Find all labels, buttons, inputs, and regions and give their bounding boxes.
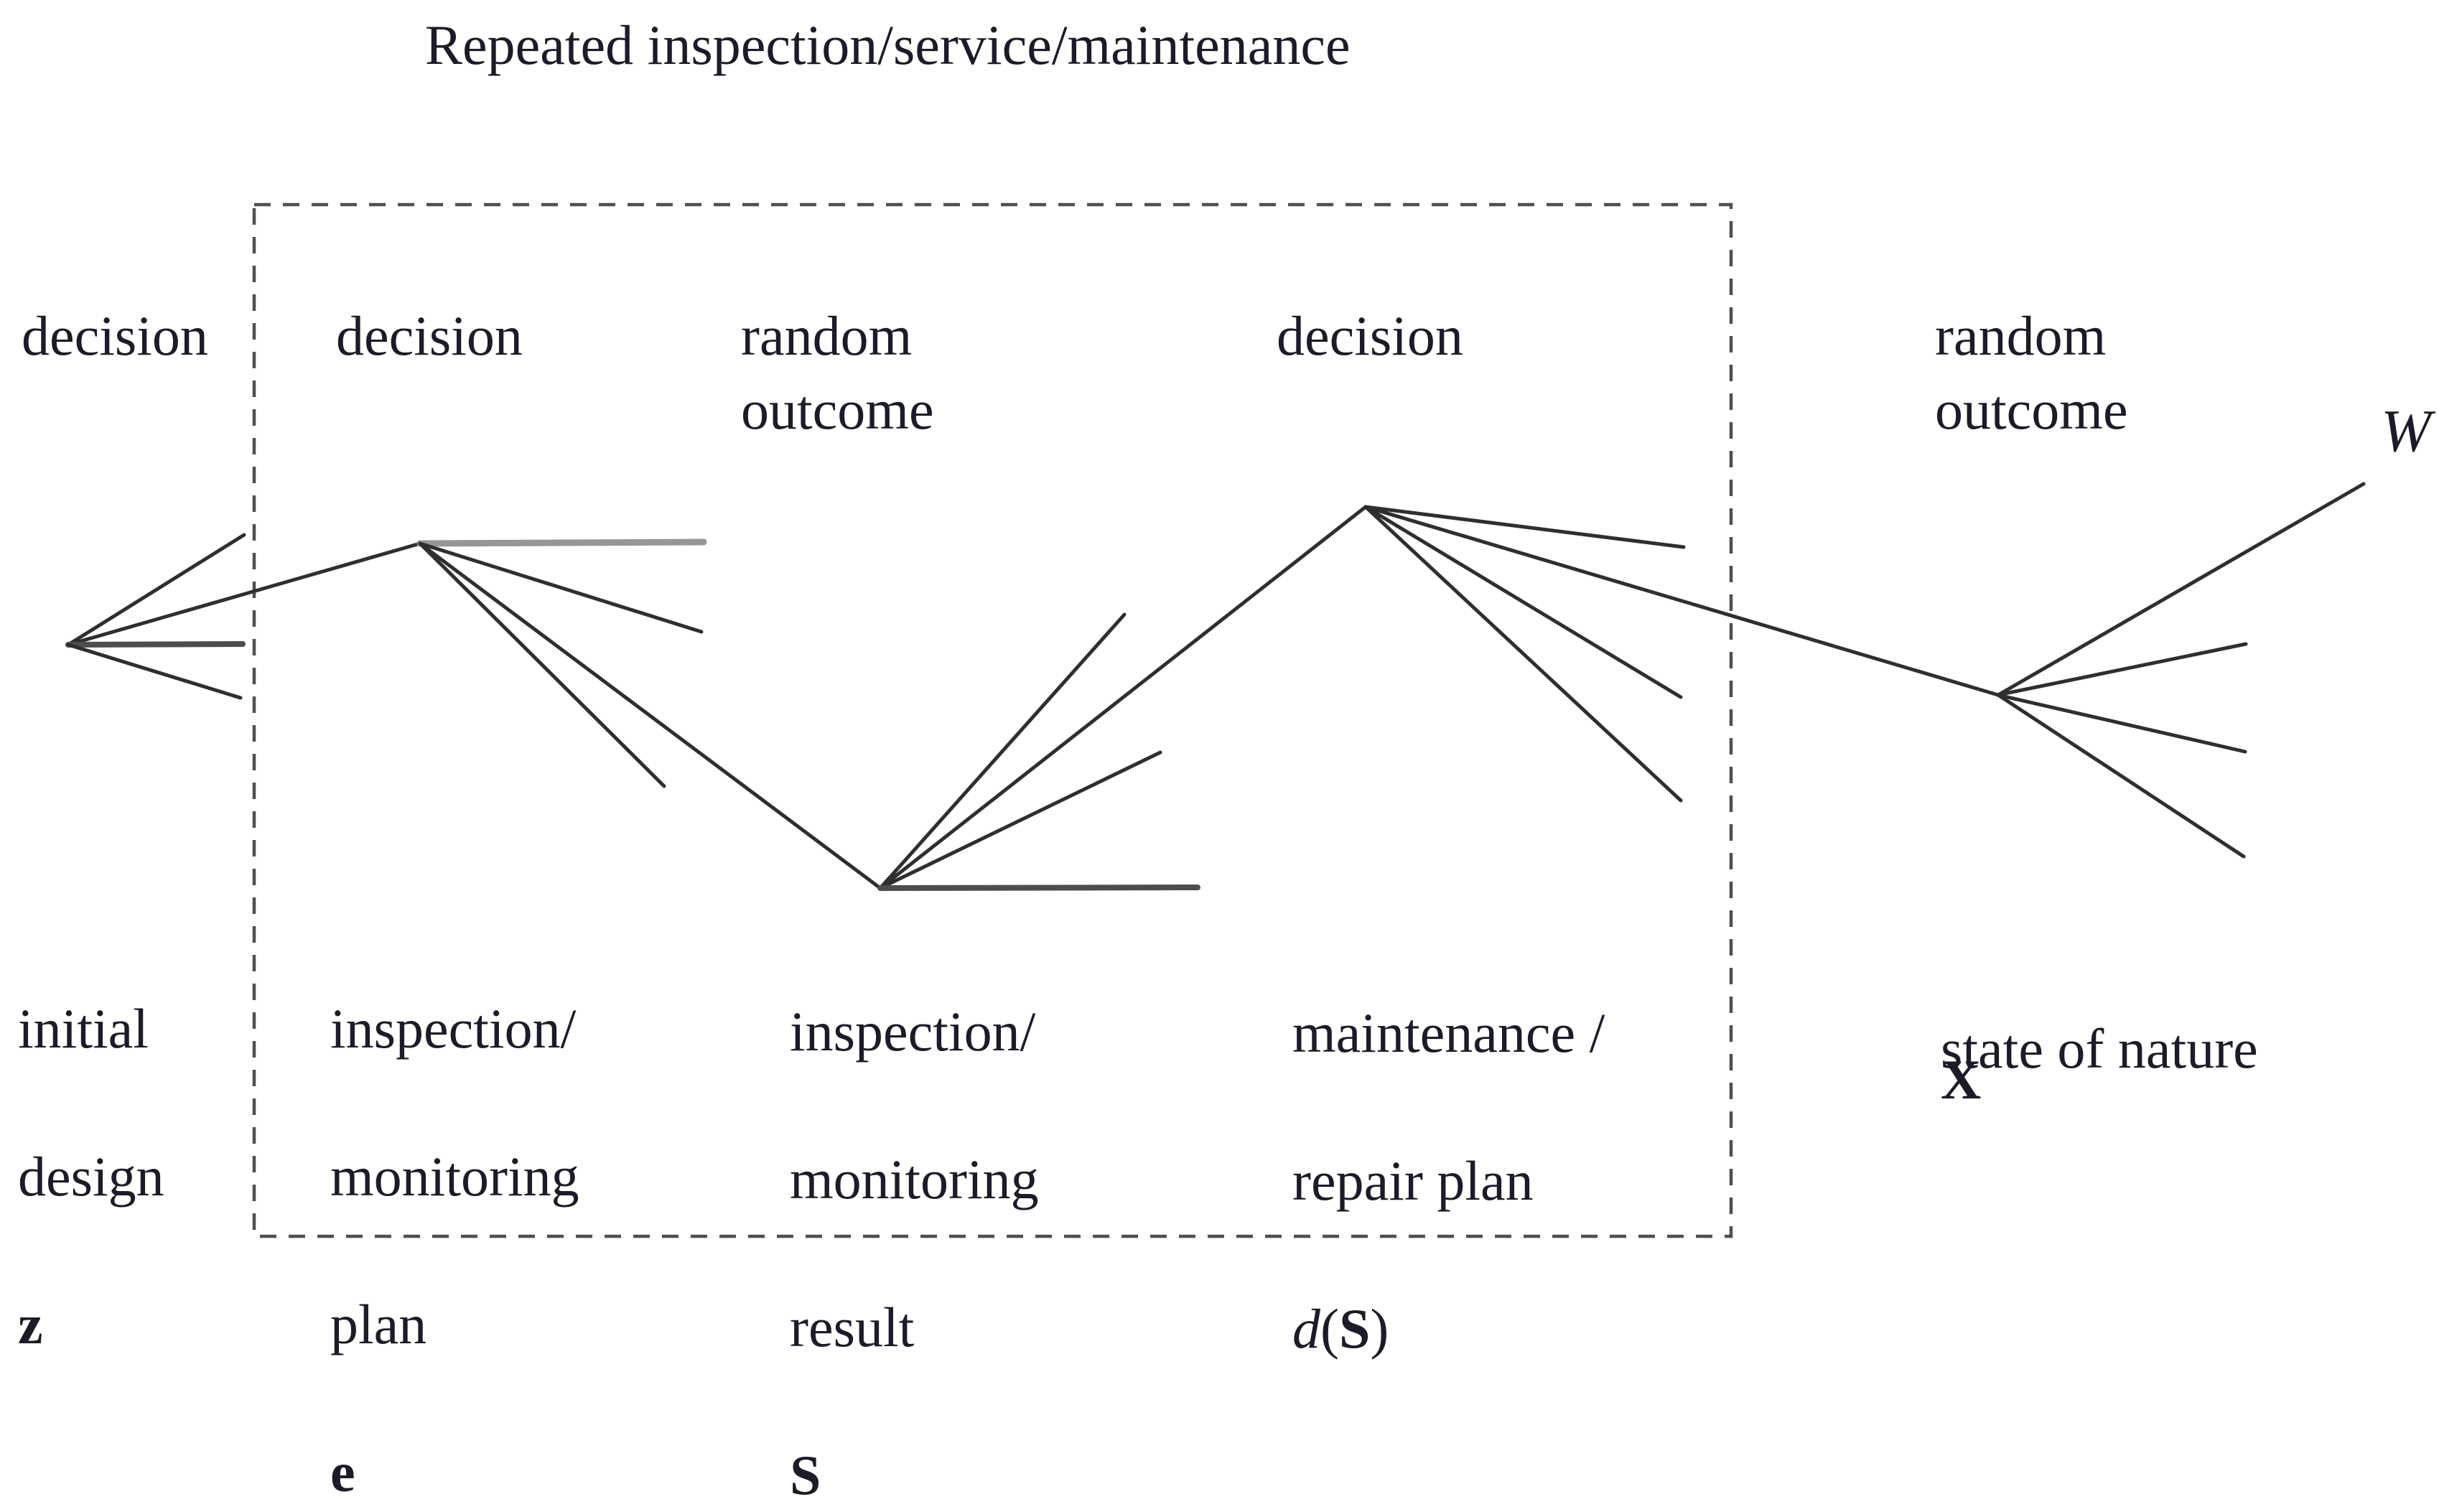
tree-edge [66, 541, 422, 647]
outcome-symbol-w: W [2381, 398, 2431, 465]
stage-name-line: maintenance / [1292, 1002, 1605, 1064]
tree-edge [1996, 693, 2247, 754]
tree-edge [1363, 505, 2000, 697]
stage-name-line: repair plan [1292, 1149, 1534, 1212]
stage-label-inspection-plan: inspection/ monitoring plan e [330, 918, 579, 1509]
tree-edge [1363, 505, 1683, 699]
stage-label-state-of-nature: state of nature [1941, 938, 2258, 1086]
diagram-canvas [65, 202, 2366, 1238]
stage-name-line: inspection/ [790, 1000, 1036, 1063]
symbol-s-bold: S [1338, 1297, 1371, 1360]
stage-symbol-x: X [1941, 1048, 1982, 1111]
node-type-label-1: decision [22, 304, 208, 367]
stage-name-line: monitoring [790, 1148, 1039, 1210]
tree-edge [878, 505, 1368, 890]
repeated-stages-dashed-box [252, 202, 1733, 1238]
stage-name-line: plan [330, 1293, 427, 1355]
stage-name-line: state of nature [1941, 1017, 2258, 1080]
stage-symbol-s: S [790, 1444, 821, 1506]
tree-edge [1996, 482, 2366, 697]
stage-label-maintenance-plan: maintenance / repair plan d(S) [1292, 922, 1605, 1366]
stage-name-line: monitoring [330, 1145, 579, 1208]
stage-name-line: initial [18, 997, 149, 1060]
tree-edge [418, 541, 704, 634]
symbol-paren-close: ) [1370, 1297, 1389, 1360]
tree-edge [878, 750, 1162, 890]
node-type-label-5: random outcome [1935, 304, 2128, 441]
tree-edge [1996, 642, 2248, 697]
tree-edge [65, 641, 246, 648]
tree-edge [418, 541, 882, 890]
tree-edge [66, 533, 246, 647]
stage-label-initial-design: initial design z [18, 918, 164, 1361]
decision-tree-figure: Repeated inspection/service/maintenance … [18, 14, 2431, 1506]
stage-symbol-d-of-s: d(S) [1292, 1297, 1389, 1360]
symbol-d-italic: d [1292, 1297, 1320, 1360]
node-type-label-4: decision [1277, 304, 1463, 367]
node-type-label-3: random outcome [741, 304, 934, 441]
tree-edge [1996, 693, 2246, 859]
stage-name-line: result [790, 1296, 915, 1358]
tree-edge [877, 885, 1200, 891]
stage-name-line: inspection/ [330, 997, 577, 1060]
tree-edge [416, 538, 707, 547]
stage-name-line: design [18, 1145, 164, 1208]
symbol-paren-open: ( [1320, 1297, 1339, 1360]
tree-edge [878, 612, 1127, 890]
tree-edge [1363, 505, 1686, 549]
figure-title: Repeated inspection/service/maintenance [425, 14, 1351, 76]
stage-label-inspection-result: inspection/ monitoring result S [790, 920, 1039, 1512]
tree-edge [66, 643, 243, 700]
tree-edge [418, 541, 666, 788]
stage-symbol-e: e [330, 1441, 355, 1503]
tree-edge [1363, 505, 1683, 803]
node-type-label-2: decision [336, 304, 523, 367]
tree-lines [65, 482, 2366, 891]
stage-symbol-z: z [18, 1293, 43, 1355]
